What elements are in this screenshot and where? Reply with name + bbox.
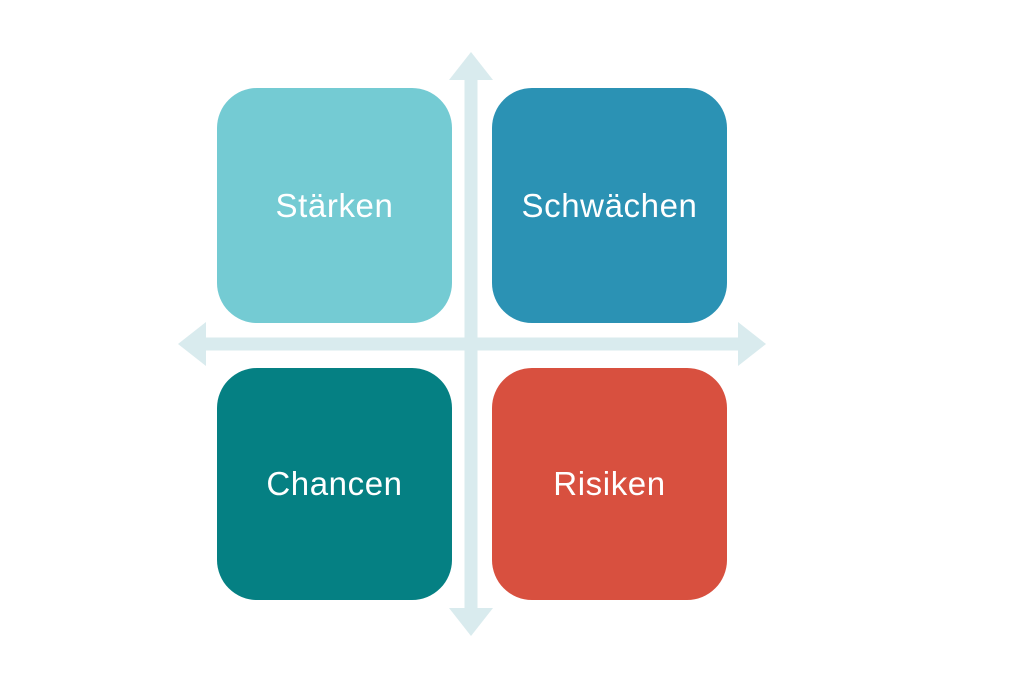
quadrant-chancen: Chancen [217,368,452,600]
arrow-left-icon [178,322,206,366]
arrow-up-icon [449,52,493,80]
quadrant-staerken: Stärken [217,88,452,323]
quadrant-staerken-label: Stärken [275,186,394,224]
arrow-down-icon [449,608,493,636]
quadrant-schwaechen-label: Schwächen [521,186,698,224]
quadrant-chancen-label: Chancen [266,465,403,502]
quadrant-risiken: Risiken [492,368,727,600]
quadrant-schwaechen: Schwächen [492,88,727,323]
horizontal-axis-line [204,337,738,351]
arrow-right-icon [738,322,766,366]
quadrant-risiken-label: Risiken [553,465,666,502]
